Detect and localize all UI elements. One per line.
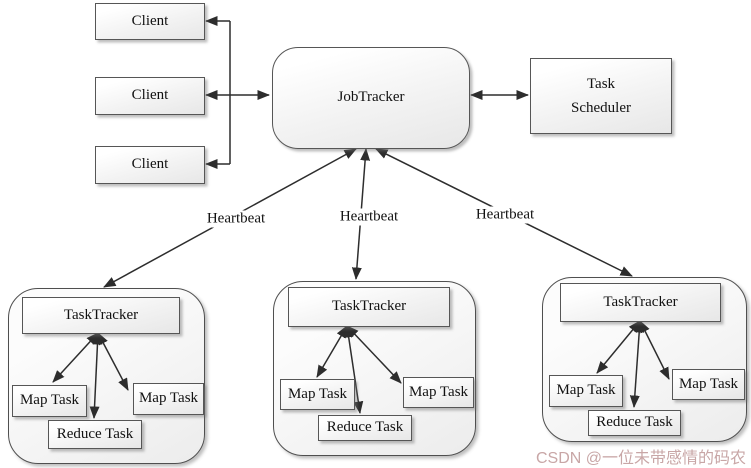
csdn-watermark: CSDN @一位未带感情的码农 (536, 450, 747, 467)
task-scheduler-line2: Scheduler (571, 100, 631, 116)
reduce-task-node: Reduce Task (318, 415, 412, 441)
tasktracker-node-1: TaskTracker (22, 297, 180, 334)
g3-arrow-reduce (629, 320, 645, 408)
heartbeat-label-1: Heartbeat (204, 210, 268, 228)
heartbeat-label-2: Heartbeat (337, 208, 401, 226)
g3-arrow-map-left (596, 320, 641, 374)
map-task-node: Map Task (133, 383, 204, 415)
jobtracker-node: JobTracker (272, 47, 470, 149)
reduce-task-node: Reduce Task (48, 420, 142, 449)
g1-arrow-map-left (52, 332, 99, 383)
g1-arrow-reduce (89, 332, 103, 419)
client-node-1: Client (95, 3, 205, 40)
g3-arrow-map-right (639, 320, 670, 380)
map-task-node: Map Task (280, 379, 355, 410)
reduce-task-node: Reduce Task (588, 410, 681, 436)
tasktracker-node-2: TaskTracker (288, 287, 450, 327)
map-task-node: Map Task (549, 375, 623, 407)
task-scheduler-line1: Task (586, 76, 616, 92)
map-task-node: Map Task (12, 385, 87, 417)
task-scheduler-node: Task Scheduler (530, 58, 672, 134)
map-task-node: Map Task (403, 377, 474, 408)
client-node-3: Client (95, 146, 205, 184)
client-node-2: Client (95, 77, 205, 115)
heartbeat-label-3: Heartbeat (473, 206, 537, 224)
map-task-node: Map Task (672, 369, 745, 400)
g2-arrow-map-left (316, 325, 348, 378)
tasktracker-node-3: TaskTracker (560, 283, 721, 322)
g1-arrow-map-right (97, 332, 129, 391)
g2-arrow-map-right (346, 325, 402, 384)
